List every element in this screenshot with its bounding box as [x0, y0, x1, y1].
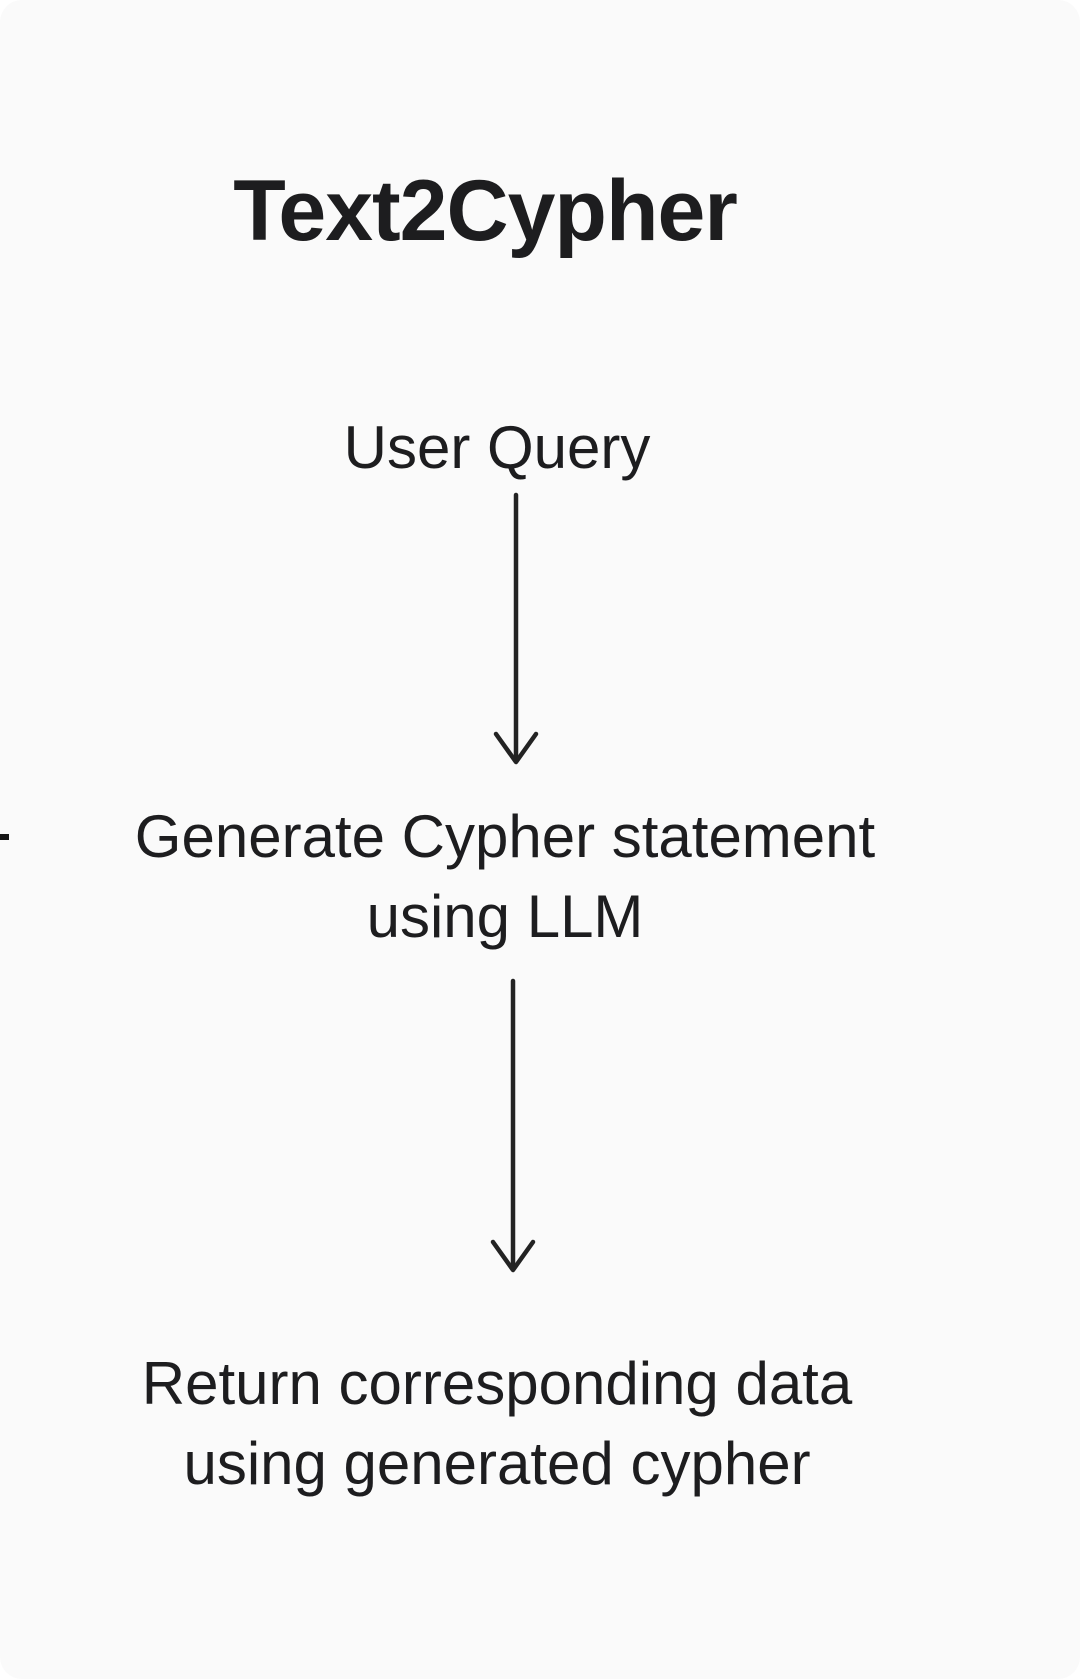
node-generate-cypher-line-2: using LLM [366, 883, 644, 950]
arrow-down-icon [493, 492, 539, 765]
node-user-query-label: User Query [343, 414, 651, 481]
diagram-title: Text2Cypher [233, 163, 738, 259]
node-return-data: Return corresponding data using generate… [142, 1344, 852, 1504]
node-generate-cypher: Generate Cypher statement using LLM [135, 797, 875, 957]
arrow-down-icon [490, 978, 536, 1273]
node-user-query: User Query [344, 408, 651, 488]
node-generate-cypher-line-1: Generate Cypher statement [134, 803, 876, 870]
node-return-data-line-2: using generated cypher [183, 1430, 811, 1497]
left-edge-artifact [0, 834, 9, 840]
node-return-data-line-1: Return corresponding data [141, 1350, 853, 1417]
